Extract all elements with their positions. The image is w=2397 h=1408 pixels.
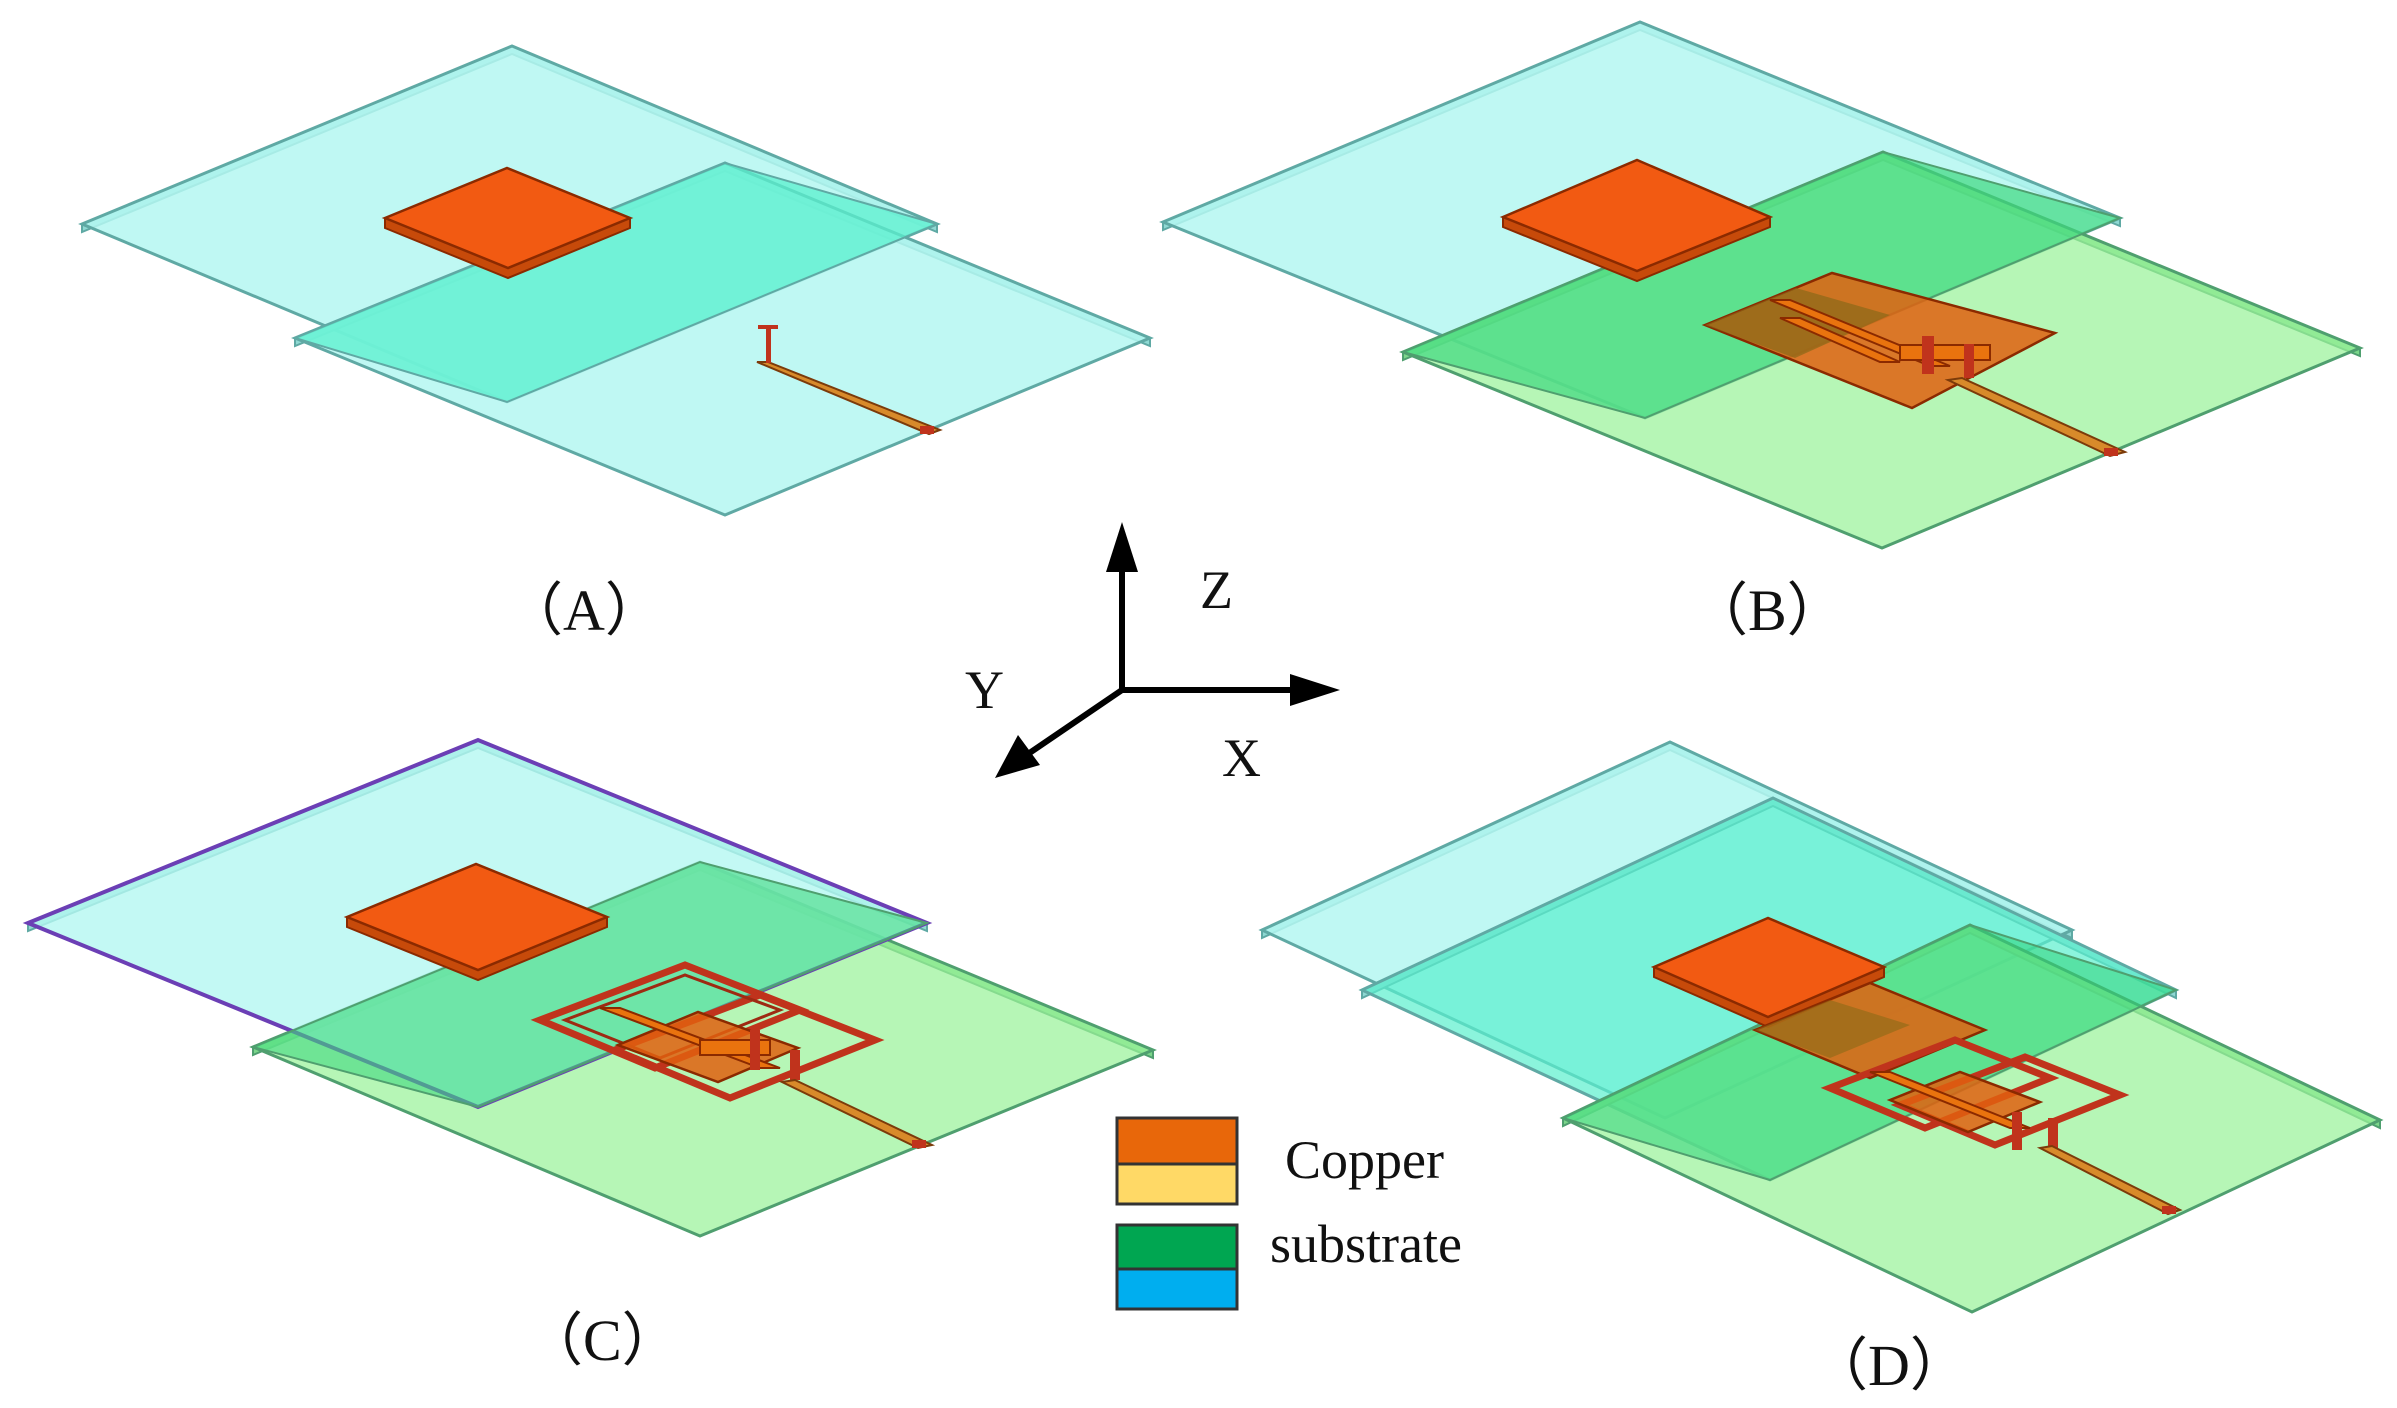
panel-d-ring-left (1820, 1036, 2060, 1132)
panel-d-label: （D） (1810, 1333, 1968, 1398)
legend-copper-label: Copper (1285, 1130, 1444, 1190)
panel-d: （D） (1258, 740, 2384, 1398)
panel-d-copper-patch-top (1650, 916, 1888, 1019)
panel-b-copper-patch-top (1499, 158, 1774, 273)
panel-c-feed-line (778, 1078, 936, 1150)
panel-c-ring-right (605, 991, 885, 1102)
panel-a-copper-patch (381, 166, 634, 270)
panel-d-ring-right (1890, 1053, 2130, 1149)
legend: Copper substrate (1115, 1116, 1462, 1311)
panel-a: （A） (78, 44, 1154, 643)
y-axis-label: Y (965, 660, 1004, 720)
panel-a-feed-line (756, 361, 943, 436)
legend-substrate-swatch-bottom (1115, 1267, 1239, 1311)
legend-substrate-swatch-top (1115, 1223, 1239, 1271)
z-axis-label: Z (1200, 560, 1233, 620)
panel-c-label: （C） (525, 1308, 680, 1373)
legend-substrate-label: substrate (1270, 1214, 1462, 1274)
panel-b: （B） (1159, 20, 2364, 643)
panel-a-label: （A） (505, 578, 663, 643)
legend-copper-swatch-bottom (1115, 1162, 1239, 1206)
panel-b-label: （B） (1690, 578, 1845, 643)
y-axis-arrow (1026, 687, 1124, 757)
legend-copper-swatch-top (1115, 1116, 1239, 1166)
panel-d-feed-line (2036, 1144, 2183, 1216)
coordinate-axes: Z X Y (965, 522, 1340, 788)
panel-c: （C） (22, 737, 1157, 1373)
panel-b-feed-line (1944, 376, 2128, 458)
panel-c-copper-patch (343, 862, 611, 972)
x-axis-label: X (1222, 728, 1261, 788)
